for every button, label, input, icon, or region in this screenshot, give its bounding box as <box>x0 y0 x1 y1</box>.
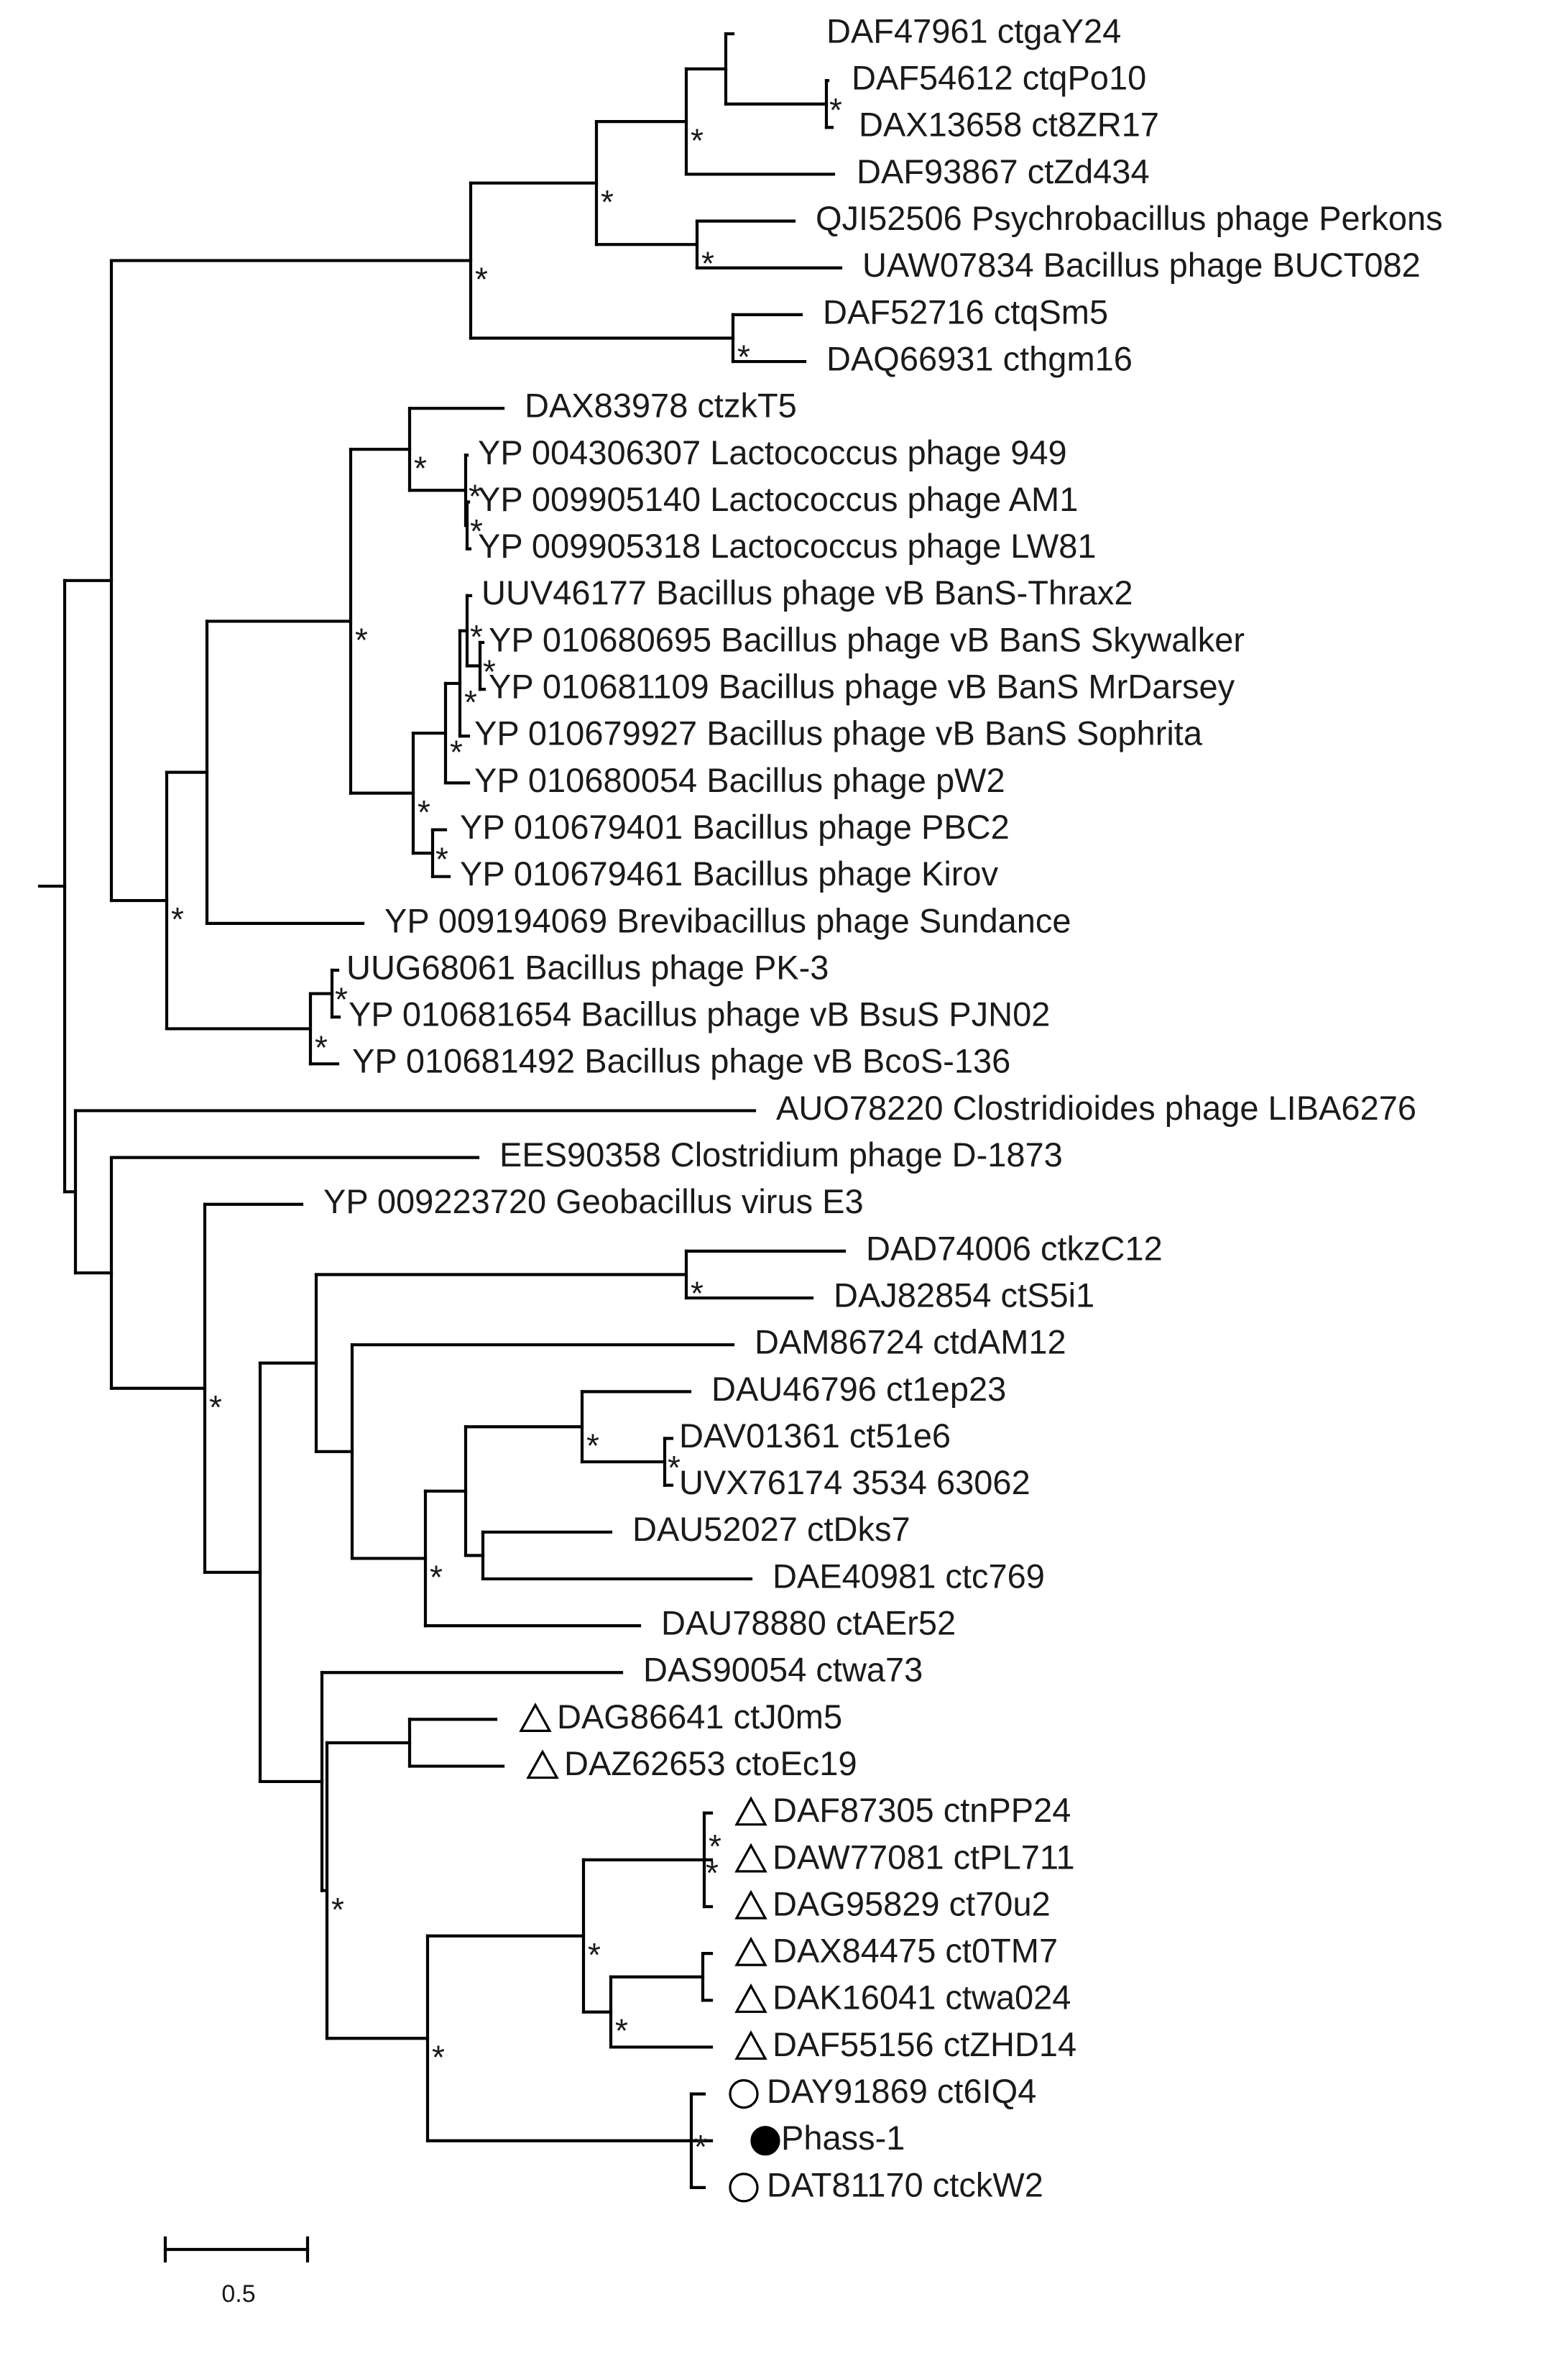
bootstrap-support-mark: * <box>615 2012 628 2050</box>
taxon-label: DAU78880 ctAEr52 <box>661 1604 956 1642</box>
bootstrap-support-mark: * <box>432 2038 445 2076</box>
taxon-label: YP 004306307 Lactococcus phage 949 <box>478 433 1067 471</box>
taxon-label: DAE40981 ctc769 <box>773 1557 1045 1595</box>
taxon-label: DAU46796 ct1ep23 <box>711 1370 1006 1408</box>
bootstrap-support-mark: * <box>464 683 477 721</box>
bootstrap-support-mark: * <box>470 512 483 550</box>
scale-bar: 0.5 <box>163 2236 310 2308</box>
bootstrap-support-mark: * <box>469 477 481 515</box>
bootstrap-support-mark: * <box>335 981 348 1018</box>
taxon-label: YP 009194069 Brevibacillus phage Sundanc… <box>384 901 1071 939</box>
taxon-label: DAX13658 ct8ZR17 <box>859 106 1159 144</box>
taxon-label: DAT81170 ctckW2 <box>767 2165 1043 2203</box>
taxon-label: YP 010680695 Bacillus phage vB BanS Skyw… <box>489 620 1245 658</box>
taxon-label: DAF47961 ctgaY24 <box>826 11 1121 50</box>
taxon-label: Phass-1 <box>781 2119 905 2157</box>
taxon-label: YP 010680054 Bacillus phage pW2 <box>474 761 1005 799</box>
taxon-label: UUV46177 Bacillus phage vB BanS-Thrax2 <box>481 574 1133 612</box>
taxon-label: YP 010681492 Bacillus phage vB BcoS-136 <box>352 1042 1010 1080</box>
triangle-marker-icon <box>734 1843 767 1873</box>
bootstrap-support-mark: * <box>829 91 842 129</box>
bootstrap-support-mark: * <box>588 1936 601 1973</box>
taxon-label: DAX84475 ct0TM7 <box>773 1932 1058 1970</box>
triangle-marker-icon <box>734 1936 767 1966</box>
taxon-label: DAF55156 ctZHD14 <box>773 2025 1076 2063</box>
bootstrap-support-mark: * <box>430 1559 443 1596</box>
taxon-label: DAF87305 ctnPP24 <box>773 1791 1071 1829</box>
taxon-label: DAJ82854 ctS5i1 <box>834 1276 1094 1314</box>
triangle-marker-icon <box>734 2030 767 2060</box>
triangle-marker-icon <box>734 1796 767 1826</box>
bootstrap-support-mark: * <box>586 1427 599 1464</box>
bootstrap-support-mark: * <box>691 121 704 159</box>
open-circle-marker-icon <box>729 2079 759 2109</box>
taxon-label: DAW77081 ctPL711 <box>773 1838 1075 1876</box>
bootstrap-support-mark: * <box>694 2128 707 2165</box>
taxon-label: AUO78220 Clostridioides phage LIBA6276 <box>776 1089 1416 1127</box>
filled-circle-marker-icon <box>750 2126 780 2156</box>
taxon-label: UAW07834 Bacillus phage BUCT082 <box>862 246 1421 284</box>
taxon-label: YP 010679401 Bacillus phage PBC2 <box>460 808 1010 846</box>
taxon-label: YP 010681654 Bacillus phage vB BsuS PJN0… <box>349 995 1050 1033</box>
taxon-label: DAZ62653 ctoEc19 <box>564 1744 857 1782</box>
taxon-markers <box>519 1703 780 2203</box>
bootstrap-support-mark: * <box>601 183 614 221</box>
taxon-label: DAK16041 ctwa024 <box>773 1979 1071 2017</box>
triangle-marker-icon <box>734 1984 767 2013</box>
taxon-label: UVX76174 3534 63062 <box>679 1463 1030 1501</box>
bootstrap-support-mark: * <box>668 1449 681 1486</box>
taxon-label: QJI52506 Psychrobacillus phage Perkons <box>816 199 1443 237</box>
taxon-label: YP 010681109 Bacillus phage vB BanS MrDa… <box>489 668 1235 706</box>
taxon-label: DAG95829 ct70u2 <box>773 1884 1051 1922</box>
taxon-label: DAF93867 ctZd434 <box>857 152 1150 190</box>
taxon-label: DAF54612 ctqPo10 <box>852 59 1146 97</box>
bootstrap-support-mark: * <box>418 793 430 831</box>
taxon-label: YP 009905140 Lactococcus phage AM1 <box>478 480 1078 518</box>
bootstrap-support-mark: * <box>737 338 750 376</box>
bootstrap-support-mark: * <box>331 1891 344 1928</box>
bootstrap-support-mark: * <box>209 1388 222 1426</box>
taxon-label: DAS90054 ctwa73 <box>643 1651 923 1689</box>
bootstrap-support-mark: * <box>414 449 427 487</box>
taxon-label: EES90358 Clostridium phage D-1873 <box>499 1136 1063 1174</box>
taxon-label: DAX83978 ctzkT5 <box>525 387 797 425</box>
taxon-label: YP 010679461 Bacillus phage Kirov <box>460 855 999 893</box>
bootstrap-support-mark: * <box>470 618 483 655</box>
taxon-label: DAM86724 ctdAM12 <box>755 1323 1066 1361</box>
taxon-label: DAY91869 ct6IQ4 <box>767 2072 1036 2110</box>
taxon-label: DAF52716 ctqSm5 <box>823 293 1108 331</box>
bootstrap-support-mark: * <box>709 1828 721 1865</box>
bootstrap-support-mark: * <box>315 1029 328 1067</box>
triangle-marker-icon <box>526 1749 559 1779</box>
support-markers: ******************************* <box>171 91 842 2165</box>
taxon-label: DAD74006 ctkzC12 <box>866 1229 1163 1267</box>
bootstrap-support-mark: * <box>706 1854 719 1892</box>
bootstrap-support-mark: * <box>701 244 714 282</box>
taxon-label: DAG86641 ctJ0m5 <box>557 1698 842 1736</box>
taxon-label: DAQ66931 cthgm16 <box>826 339 1133 377</box>
triangle-marker-icon <box>734 1889 767 1920</box>
bootstrap-support-mark: * <box>450 733 463 770</box>
tree-branches <box>37 32 847 2189</box>
scale-bar-label: 0.5 <box>221 2280 255 2308</box>
bootstrap-support-mark: * <box>691 1275 704 1312</box>
triangle-marker-icon <box>519 1703 552 1732</box>
taxon-label: DAV01361 ct51e6 <box>679 1417 951 1455</box>
open-circle-marker-icon <box>729 2173 759 2203</box>
taxon-label: YP 009905318 Lactococcus phage LW81 <box>478 527 1097 565</box>
taxon-label: YP 010679927 Bacillus phage vB BanS Soph… <box>474 714 1203 752</box>
taxon-label: YP 009223720 Geobacillus virus E3 <box>323 1182 864 1220</box>
bootstrap-support-mark: * <box>355 622 368 659</box>
bootstrap-support-mark: * <box>475 261 488 298</box>
bootstrap-support-mark: * <box>483 653 496 691</box>
taxon-label: UUG68061 Bacillus phage PK-3 <box>346 948 829 986</box>
bootstrap-support-mark: * <box>435 840 448 878</box>
bootstrap-support-mark: * <box>171 900 184 938</box>
taxon-label: DAU52027 ctDks7 <box>632 1510 910 1548</box>
